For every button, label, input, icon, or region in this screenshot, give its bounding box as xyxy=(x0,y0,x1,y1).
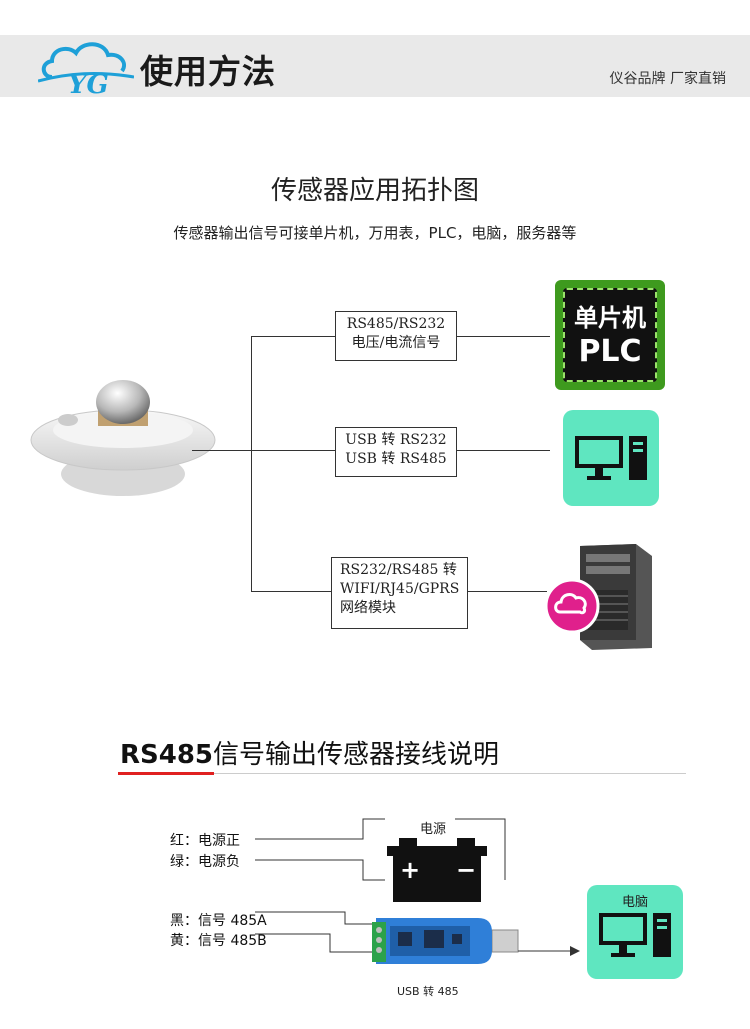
branch-line-2 xyxy=(251,450,335,451)
branch-line-3 xyxy=(251,591,331,592)
title-rule xyxy=(214,773,686,774)
box-line: RS485/RS232 xyxy=(346,316,446,332)
page-header: YG 使用方法 仪谷品牌 厂家直销 xyxy=(0,35,750,97)
microcontroller-chip-icon: 单片机 PLC xyxy=(555,280,665,390)
branch-out-line-3 xyxy=(467,591,547,592)
sensor-trunk-line xyxy=(192,450,252,451)
arrow-right-icon xyxy=(518,946,580,956)
wiring-title-rest: 信号输出传感器接线说明 xyxy=(213,740,500,770)
box-line: USB 转 RS485 xyxy=(345,451,447,467)
branch-line-1 xyxy=(251,336,335,337)
title-accent-bar xyxy=(118,772,214,775)
computer-tile xyxy=(563,410,659,506)
chip-label-mcu: 单片机 xyxy=(574,304,646,332)
wiring-title-bold: RS485 xyxy=(120,740,214,770)
branch-out-line-2 xyxy=(456,450,550,451)
wiring-title: RS485信号输出传感器接线说明 xyxy=(120,734,499,771)
usb-485-converter-icon xyxy=(372,918,519,964)
sensor-image xyxy=(30,380,216,496)
power-label: 电源 xyxy=(420,822,447,837)
usb-converter-label: USB 转 485 xyxy=(397,985,459,998)
svg-text:YG: YG xyxy=(68,70,109,95)
wire-label-black: 黑：信号 485A xyxy=(170,913,267,929)
interface-box-rs485: RS485/RS232 电压/电流信号 xyxy=(335,311,457,361)
box-line: 电压/电流信号 xyxy=(351,335,441,351)
wire-label-green: 绿：电源负 xyxy=(170,854,240,870)
page-title: 使用方法 xyxy=(140,52,276,91)
brand-tagline: 仪谷品牌 厂家直销 xyxy=(609,71,726,87)
wire-label-yellow: 黄：信号 485B xyxy=(170,933,267,949)
brand-logo: YG xyxy=(38,42,134,95)
computer-icon xyxy=(575,436,647,480)
computer-label: 电脑 xyxy=(621,895,648,910)
topology-title: 传感器应用拓扑图 xyxy=(270,176,479,206)
box-line: 网络模块 xyxy=(340,600,396,616)
box-line: USB 转 RS232 xyxy=(345,432,447,448)
wire-label-red: 红：电源正 xyxy=(170,833,240,849)
wiring-lines xyxy=(255,818,506,953)
computer-icon xyxy=(599,913,671,957)
chip-label-plc: PLC xyxy=(578,334,642,369)
box-line: WIFI/RJ45/GPRS xyxy=(340,581,460,597)
box-line: RS232/RS485 转 xyxy=(340,562,457,578)
branch-out-line-1 xyxy=(456,336,550,337)
battery-icon xyxy=(387,838,487,902)
interface-box-network: RS232/RS485 转 WIFI/RJ45/GPRS 网络模块 xyxy=(331,557,468,629)
interface-box-usb: USB 转 RS232 USB 转 RS485 xyxy=(335,427,457,477)
bus-vertical-line xyxy=(251,336,252,592)
computer-tile-bottom: 电脑 xyxy=(587,885,683,979)
battery-minus: − xyxy=(456,856,477,884)
topology-subtitle: 传感器输出信号可接单片机，万用表，PLC，电脑，服务器等 xyxy=(173,224,577,242)
server-tower-icon xyxy=(544,544,652,650)
battery-plus: + xyxy=(400,856,421,884)
